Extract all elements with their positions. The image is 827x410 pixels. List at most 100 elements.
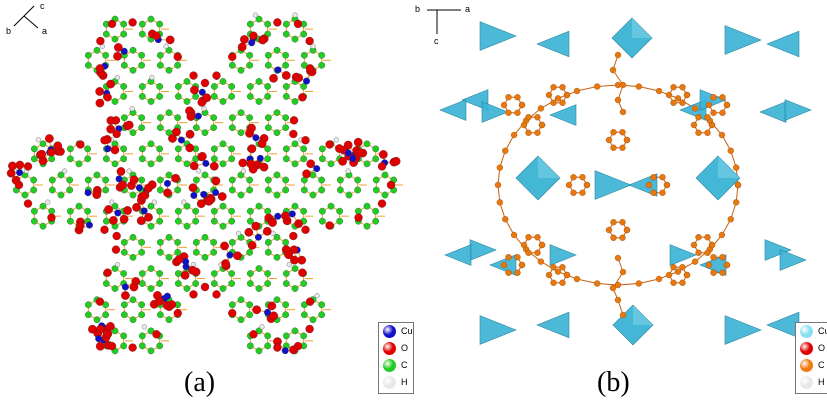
carbon-atom (174, 155, 182, 163)
carbon-atom (282, 30, 290, 38)
legend-label: C (401, 360, 408, 370)
copper-atom (226, 251, 234, 259)
carbon-atom (537, 105, 545, 112)
carbon-atom (605, 136, 613, 144)
carbon-atom (282, 20, 290, 28)
oxygen-atom (289, 231, 298, 241)
carbon-atom (183, 78, 191, 85)
carbon-atom (505, 269, 512, 276)
hydrogen-atom (35, 137, 41, 143)
oxygen-atom (171, 173, 180, 183)
carbon-atom (683, 271, 691, 279)
carbon-atom (264, 20, 272, 28)
caption-b: (b) (597, 367, 630, 398)
oxygen-atom (95, 87, 105, 96)
carbon-atom (291, 202, 299, 210)
carbon-atom (147, 140, 155, 148)
carbon-atom (727, 147, 734, 154)
carbon-atom (30, 217, 38, 225)
carbon-atom (102, 51, 110, 59)
carbon-atom (210, 280, 218, 287)
carbon-atom (300, 83, 308, 90)
carbon-atom (174, 270, 182, 277)
carbon-atom (138, 30, 146, 38)
hydrogen-atom (141, 324, 147, 330)
carbon-atom (156, 311, 164, 319)
copper-atom (252, 134, 260, 142)
hydrogen-atom (109, 199, 115, 205)
carbon-atom (372, 145, 380, 153)
axis-indicator-a: c b a (4, 1, 54, 38)
carbon-atom (264, 155, 272, 163)
oxygen-atom (163, 188, 172, 198)
carbon-atom (66, 155, 74, 163)
oxygen-atom (113, 51, 122, 61)
polyhedron-face (538, 156, 560, 178)
oxygen-atom (391, 156, 401, 166)
carbon-atom (48, 155, 56, 163)
oxygen-atom (112, 129, 121, 139)
oxygen-atom (335, 144, 344, 153)
oxygen-atom (95, 297, 105, 306)
carbon-atom (120, 239, 128, 246)
carbon-atom (165, 316, 173, 324)
axis-label-c: c (40, 1, 45, 11)
carbon-atom (21, 191, 29, 199)
carbon-atom (723, 261, 731, 269)
structure-b-drawing (439, 17, 812, 346)
carbon-atom (156, 249, 164, 256)
carbon-atom (619, 144, 626, 151)
carbon-atom (102, 30, 110, 38)
copper-atom (200, 190, 208, 198)
carbon-atom (573, 87, 581, 95)
carbon-atom (619, 219, 626, 226)
hydrogen-atom (114, 74, 120, 81)
carbon-atom (264, 83, 272, 90)
carbon-atom (354, 207, 362, 215)
carbon-atom (733, 199, 740, 206)
carbon-atom (318, 51, 326, 59)
carbon-atom (719, 254, 726, 261)
copper-atom (85, 221, 93, 229)
carbon-atom (102, 155, 110, 163)
oxygen-atom (124, 120, 134, 130)
carbon-atom (228, 155, 236, 163)
carbon-atom (228, 270, 236, 277)
carbon-atom (93, 46, 101, 54)
polyhedron (444, 244, 472, 266)
axis-arrows-icon (427, 9, 461, 34)
oxygen-atom (377, 162, 387, 171)
carbon-atom (500, 101, 508, 109)
oxygen-atom (180, 270, 190, 280)
carbon-atom (354, 176, 362, 184)
oxygen-atom (205, 195, 215, 205)
oxygen-atom (100, 136, 109, 145)
oxygen-atom (23, 199, 33, 208)
carbon-atom (273, 191, 281, 199)
bond (540, 261, 559, 273)
carbon-atom (210, 239, 218, 246)
carbon-atom (514, 254, 521, 261)
carbon-atom (609, 66, 617, 74)
carbon-atom (273, 171, 281, 179)
carbon-atom (48, 176, 56, 184)
copper-atom (16, 169, 24, 177)
carbon-atom (655, 275, 663, 283)
carbon-atom (534, 234, 541, 241)
carbon-atom (174, 207, 182, 215)
carbon-atom (174, 83, 182, 90)
hydrogen-atom (240, 168, 247, 174)
copper-atom (202, 159, 210, 167)
carbon-atom (183, 160, 191, 168)
polyhedron (469, 239, 497, 261)
carbon-atom (372, 207, 380, 215)
carbon-atom (165, 234, 173, 241)
bond (638, 86, 660, 92)
oxygen-atom (212, 71, 221, 80)
oxygen-atom (353, 137, 363, 147)
oxygen-atom (111, 116, 121, 125)
carbon-atom (228, 124, 236, 131)
carbon-atom (318, 155, 326, 163)
carbon-atom (120, 301, 128, 309)
